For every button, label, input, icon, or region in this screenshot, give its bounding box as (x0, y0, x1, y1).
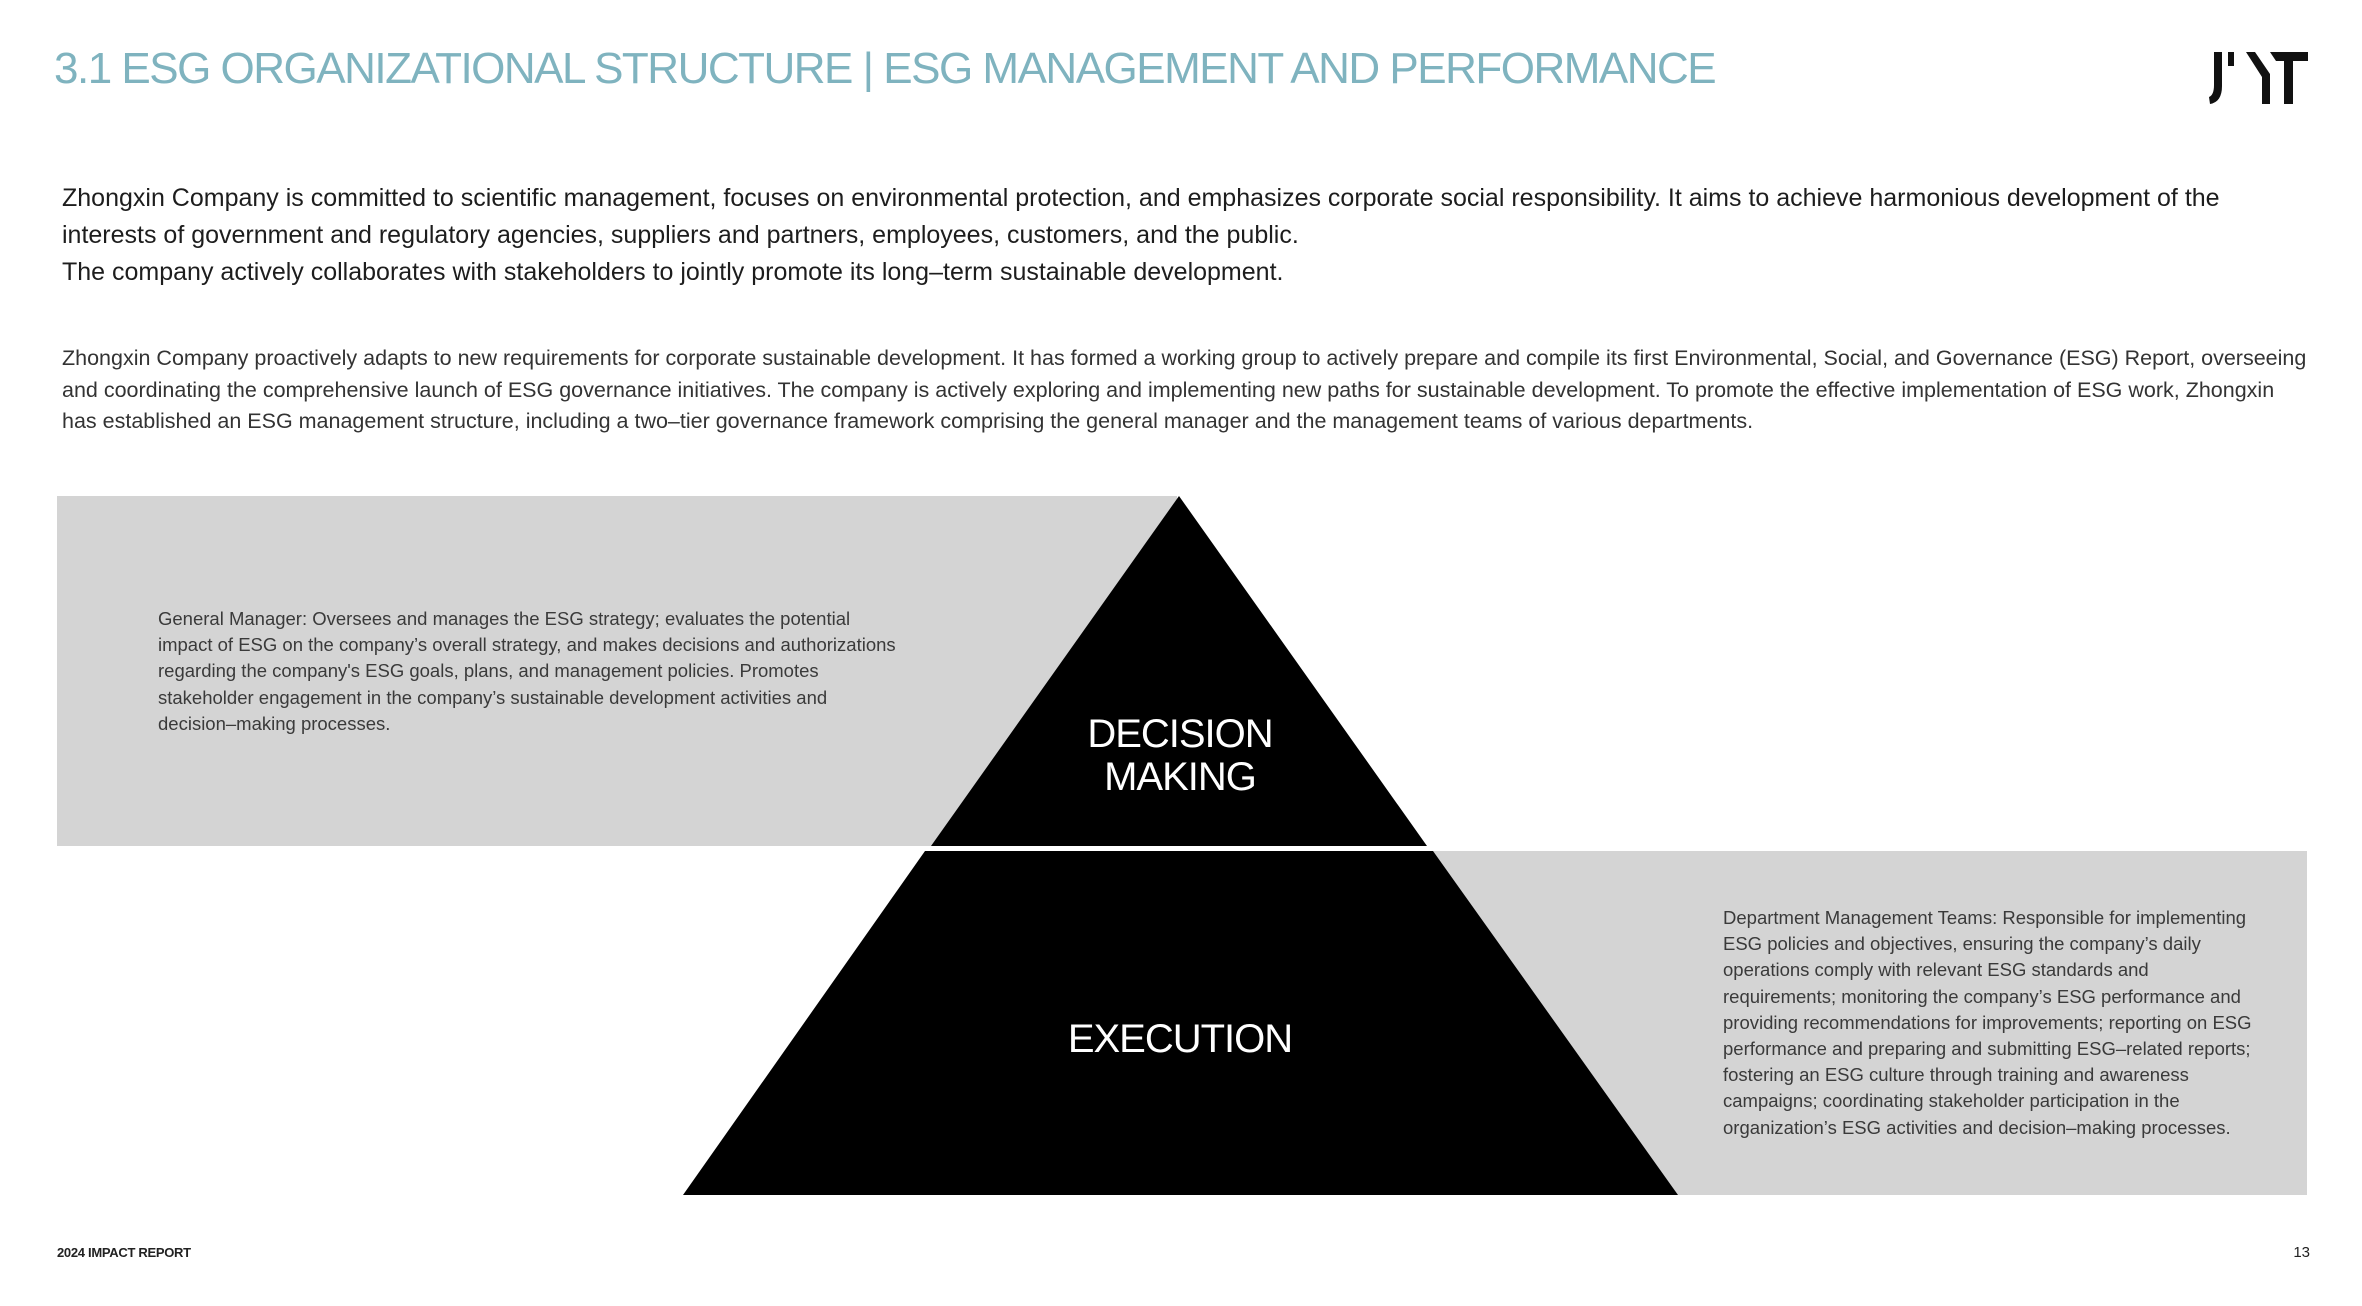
description-text: Zhongxin Company proactively adapts to n… (62, 346, 2307, 433)
execution-trapezoid (683, 851, 1678, 1195)
report-name: 2024 IMPACT REPORT (57, 1245, 191, 1260)
page-title: 3.1 ESG ORGANIZATIONAL STRUCTURE | ESG M… (54, 44, 1717, 93)
execution-label: EXECUTION (1067, 1017, 1293, 1061)
decision-making-label: DECISION MAKING (1087, 712, 1273, 799)
department-teams-description: Department Management Teams: Responsible… (1723, 907, 2252, 1138)
jyt-logo (2209, 52, 2308, 104)
intro-paragraph: Zhongxin Company is committed to scienti… (62, 184, 2220, 249)
decision-making-triangle (931, 496, 1427, 846)
intro-text: Zhongxin Company is committed to scienti… (62, 180, 2302, 291)
intro-paragraph: The company actively collaborates with s… (62, 258, 1284, 286)
page-number: 13 (2293, 1244, 2310, 1261)
general-manager-description: General Manager: Oversees and manages th… (158, 608, 896, 734)
